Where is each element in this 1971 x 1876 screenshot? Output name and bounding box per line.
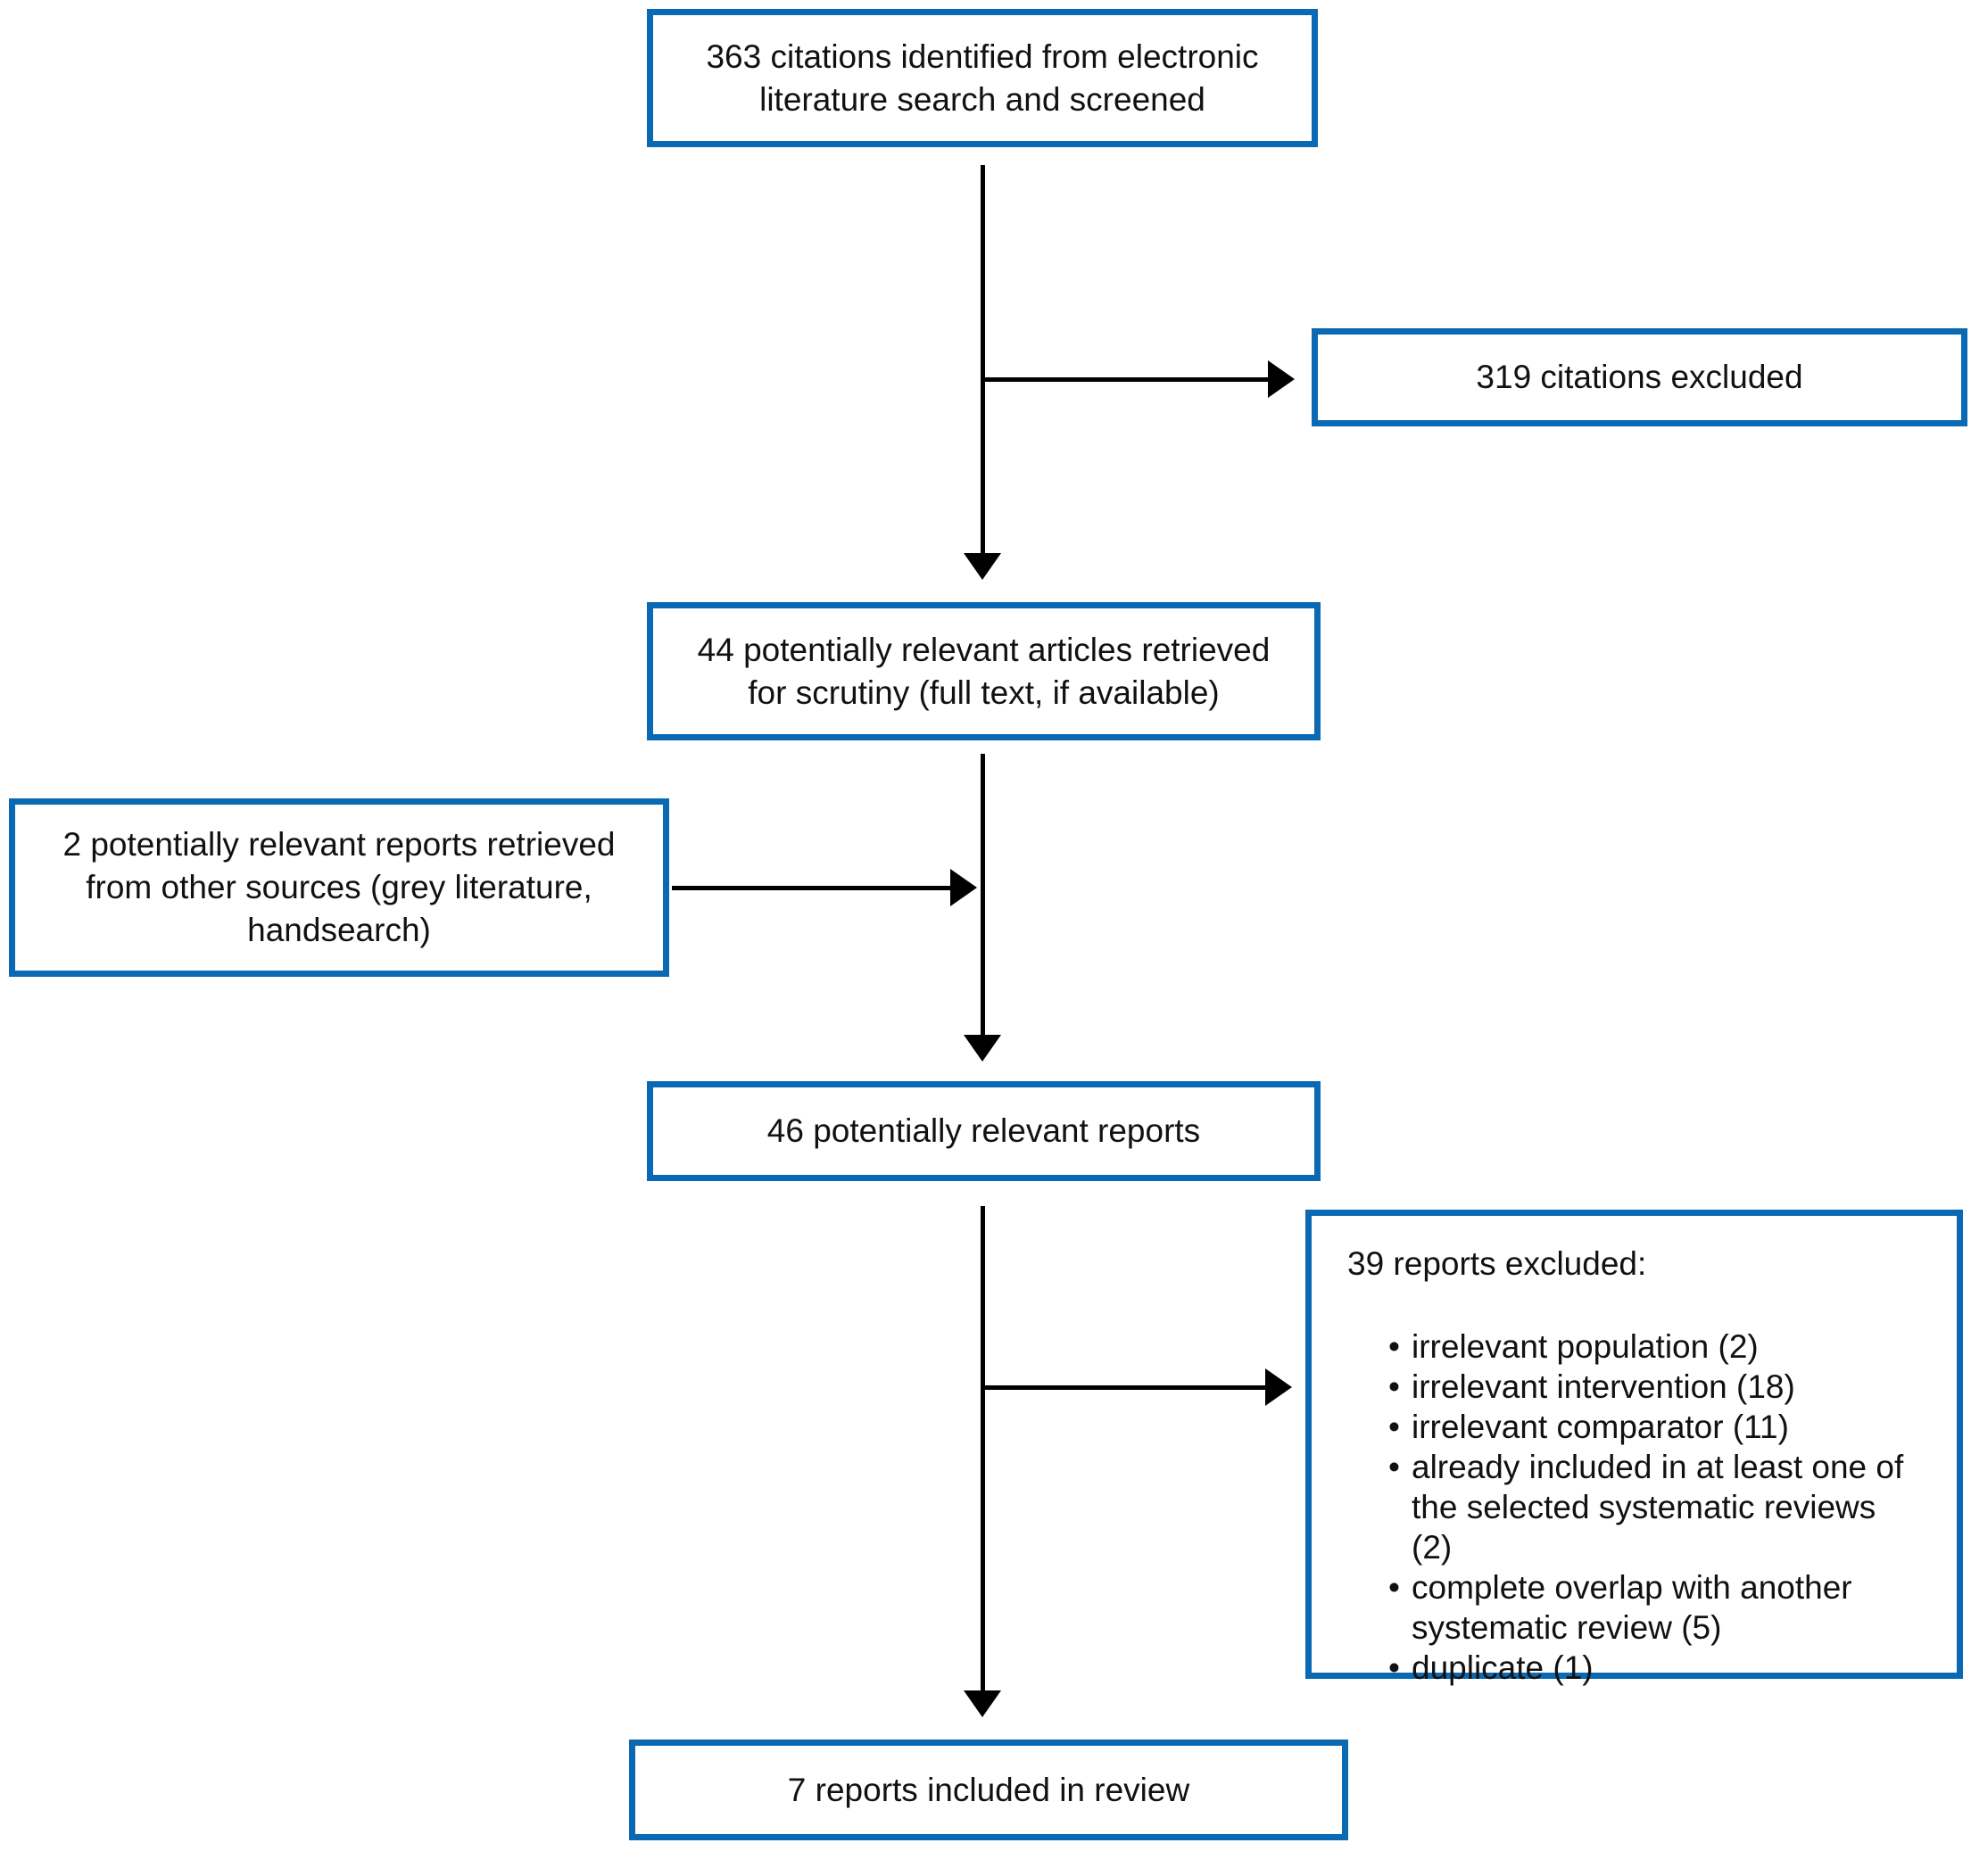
box-articles-retrieved-text: 44 potentially relevant articles retriev… xyxy=(697,631,1271,711)
box-articles-retrieved: 44 potentially relevant articles retriev… xyxy=(647,602,1321,740)
box-relevant-reports: 46 potentially relevant reports xyxy=(647,1081,1321,1181)
box-included-in-review: 7 reports included in review xyxy=(629,1740,1348,1840)
arrow-reports-to-included-head-icon xyxy=(964,1690,1001,1717)
arrow-to-reports-excluded-line xyxy=(982,1385,1267,1390)
exclusion-reasons-list: irrelevant population (2) irrelevant int… xyxy=(1347,1326,1925,1688)
exclusion-reason: irrelevant comparator (11) xyxy=(1388,1407,1925,1447)
arrow-articles-to-reports-head-icon xyxy=(964,1035,1001,1062)
arrow-other-sources-head-icon xyxy=(950,869,977,906)
box-citations-identified: 363 citations identified from electronic… xyxy=(647,9,1318,147)
exclusion-reason: irrelevant intervention (18) xyxy=(1388,1367,1925,1407)
box-citations-excluded: 319 citations excluded xyxy=(1312,328,1967,426)
box-citations-identified-text: 363 citations identified from electronic… xyxy=(706,37,1259,118)
exclusion-reason: complete overlap with another systematic… xyxy=(1388,1567,1925,1648)
box-citations-excluded-text: 319 citations excluded xyxy=(1476,359,1803,395)
arrow-to-citations-excluded-head-icon xyxy=(1268,360,1295,398)
box-reports-excluded: 39 reports excluded: irrelevant populati… xyxy=(1305,1210,1963,1688)
arrow-identified-to-articles-line xyxy=(981,165,985,555)
box-relevant-reports-text: 46 potentially relevant reports xyxy=(766,1112,1201,1149)
exclusion-reason: already included in at least one of the … xyxy=(1388,1447,1925,1567)
arrow-to-reports-excluded-head-icon xyxy=(1265,1368,1292,1406)
exclusion-reason: irrelevant population (2) xyxy=(1388,1326,1925,1367)
exclusion-reason: duplicate (1) xyxy=(1388,1648,1925,1688)
arrow-articles-to-reports-line xyxy=(981,754,985,1037)
box-included-in-review-text: 7 reports included in review xyxy=(787,1771,1190,1808)
box-other-sources: 2 potentially relevant reports retrieved… xyxy=(9,798,669,977)
arrow-other-sources-line xyxy=(672,886,952,890)
arrow-to-citations-excluded-line xyxy=(982,377,1270,382)
box-reports-excluded-heading: 39 reports excluded: xyxy=(1347,1245,1647,1282)
arrow-reports-to-included-line xyxy=(981,1206,985,1692)
box-other-sources-text: 2 potentially relevant reports retrieved… xyxy=(62,826,616,948)
arrow-identified-to-articles-head-icon xyxy=(964,553,1001,580)
